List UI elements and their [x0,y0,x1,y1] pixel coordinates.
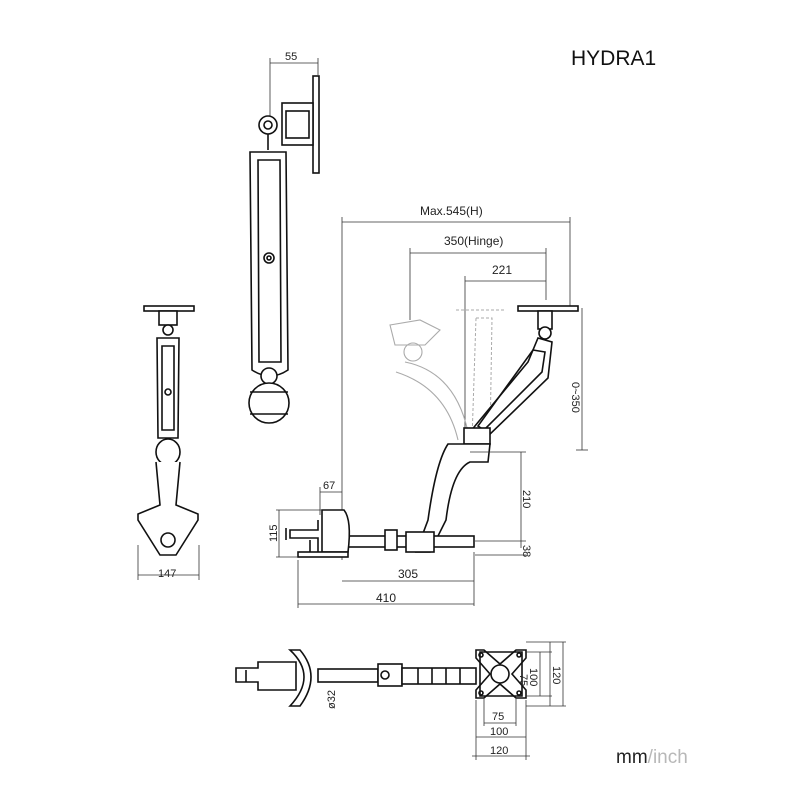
dim-inner: 221 [492,263,512,277]
side-view-vertical: 55 [248,51,320,424]
ghost-head [389,319,441,346]
dim-clamp-width: 67 [323,480,335,492]
dim-vesa-w1: 75 [492,711,504,723]
dim-pole-diameter: ø32 [326,690,338,709]
lower-arm [414,443,491,553]
vesa-plate-side [312,75,320,174]
dim-riser: 210 [520,490,532,508]
dim-vesa-w2: 100 [490,726,508,738]
dim-front-width: 147 [158,568,176,580]
top-arm [401,667,477,685]
desk-clamp [321,509,351,553]
top-pole [317,668,379,683]
unit-secondary: inch [653,747,688,768]
unit-label: mm/inch [616,747,688,768]
unit-separator: / [648,747,654,768]
arm-body-side [249,151,289,377]
dim-base-reach: 305 [398,567,418,581]
dim-base-offset: 38 [520,545,532,557]
top-view: ø32 100 75 120 75 100 [235,641,566,760]
dim-top-width: 55 [285,51,297,63]
dim-hinge: 350(Hinge) [444,234,503,248]
front-view: 147 [137,305,200,580]
main-side-view: Max.545(H) 350(Hinge) 221 0~350 210 [268,204,588,608]
dim-total-depth: 410 [376,591,396,605]
dim-vesa-h1: 100 [527,668,539,686]
top-clamp [235,661,297,691]
unit-primary: mm [616,747,648,768]
model-title: HYDRA1 [571,47,656,70]
front-clamp [137,461,199,556]
upper-arm [468,337,553,439]
dim-vesa-w3: 120 [490,745,508,757]
pole-collar [248,382,290,424]
dim-vesa-h3: 120 [550,666,562,684]
dim-max-reach: Max.545(H) [420,204,483,218]
dim-height-range: 0~350 [569,382,581,413]
dim-clamp-height: 115 [268,524,280,542]
dim-vesa-h2: 75 [517,674,529,686]
